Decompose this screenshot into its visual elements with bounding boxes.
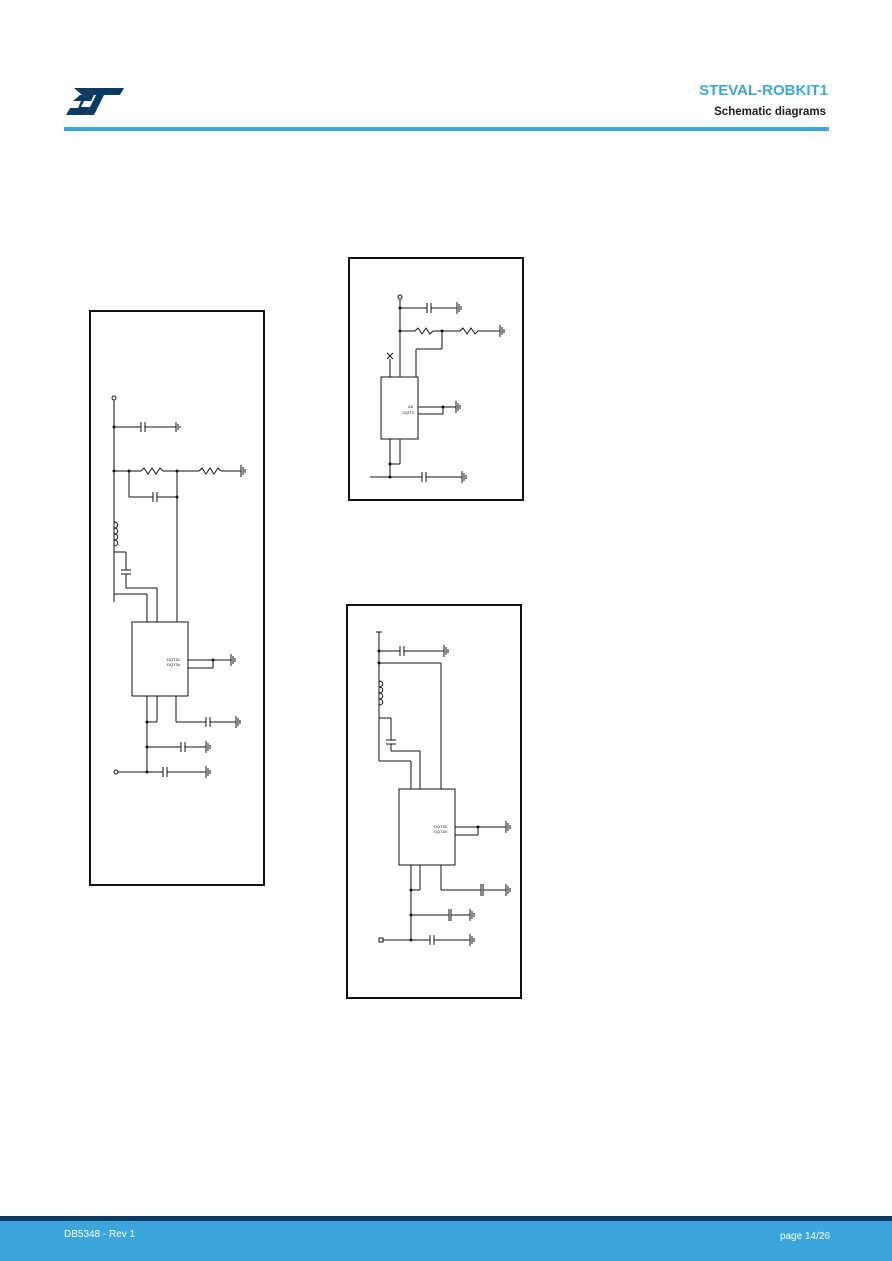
chip-pin-label: DQT3C xyxy=(434,824,448,829)
chip-pin-label: DQT3V xyxy=(434,829,448,834)
footer-dark-stripe xyxy=(0,1216,892,1221)
footer-band xyxy=(0,1216,892,1261)
schematic-top-right: AS DQT3 xyxy=(348,257,524,501)
schematic-bottom-right: DQT3C DQT3V xyxy=(346,604,522,999)
schematic-left: DQT3C DQT3V xyxy=(89,310,265,886)
header-divider xyxy=(64,127,829,131)
chip-pin-label: DQT3 xyxy=(403,410,414,415)
document-id: DB5348 - Rev 1 xyxy=(64,1229,136,1240)
chip-pin-label: DQT3V xyxy=(167,662,181,667)
section-subtitle: Schematic diagrams xyxy=(714,106,826,118)
page-number: page 14/26 xyxy=(779,1231,830,1242)
st-logo xyxy=(64,84,126,118)
chip-pin-label: AS xyxy=(408,404,414,409)
document-title: STEVAL-ROBKIT1 xyxy=(699,82,828,99)
chip-pin-label: DQT3C xyxy=(167,657,181,662)
